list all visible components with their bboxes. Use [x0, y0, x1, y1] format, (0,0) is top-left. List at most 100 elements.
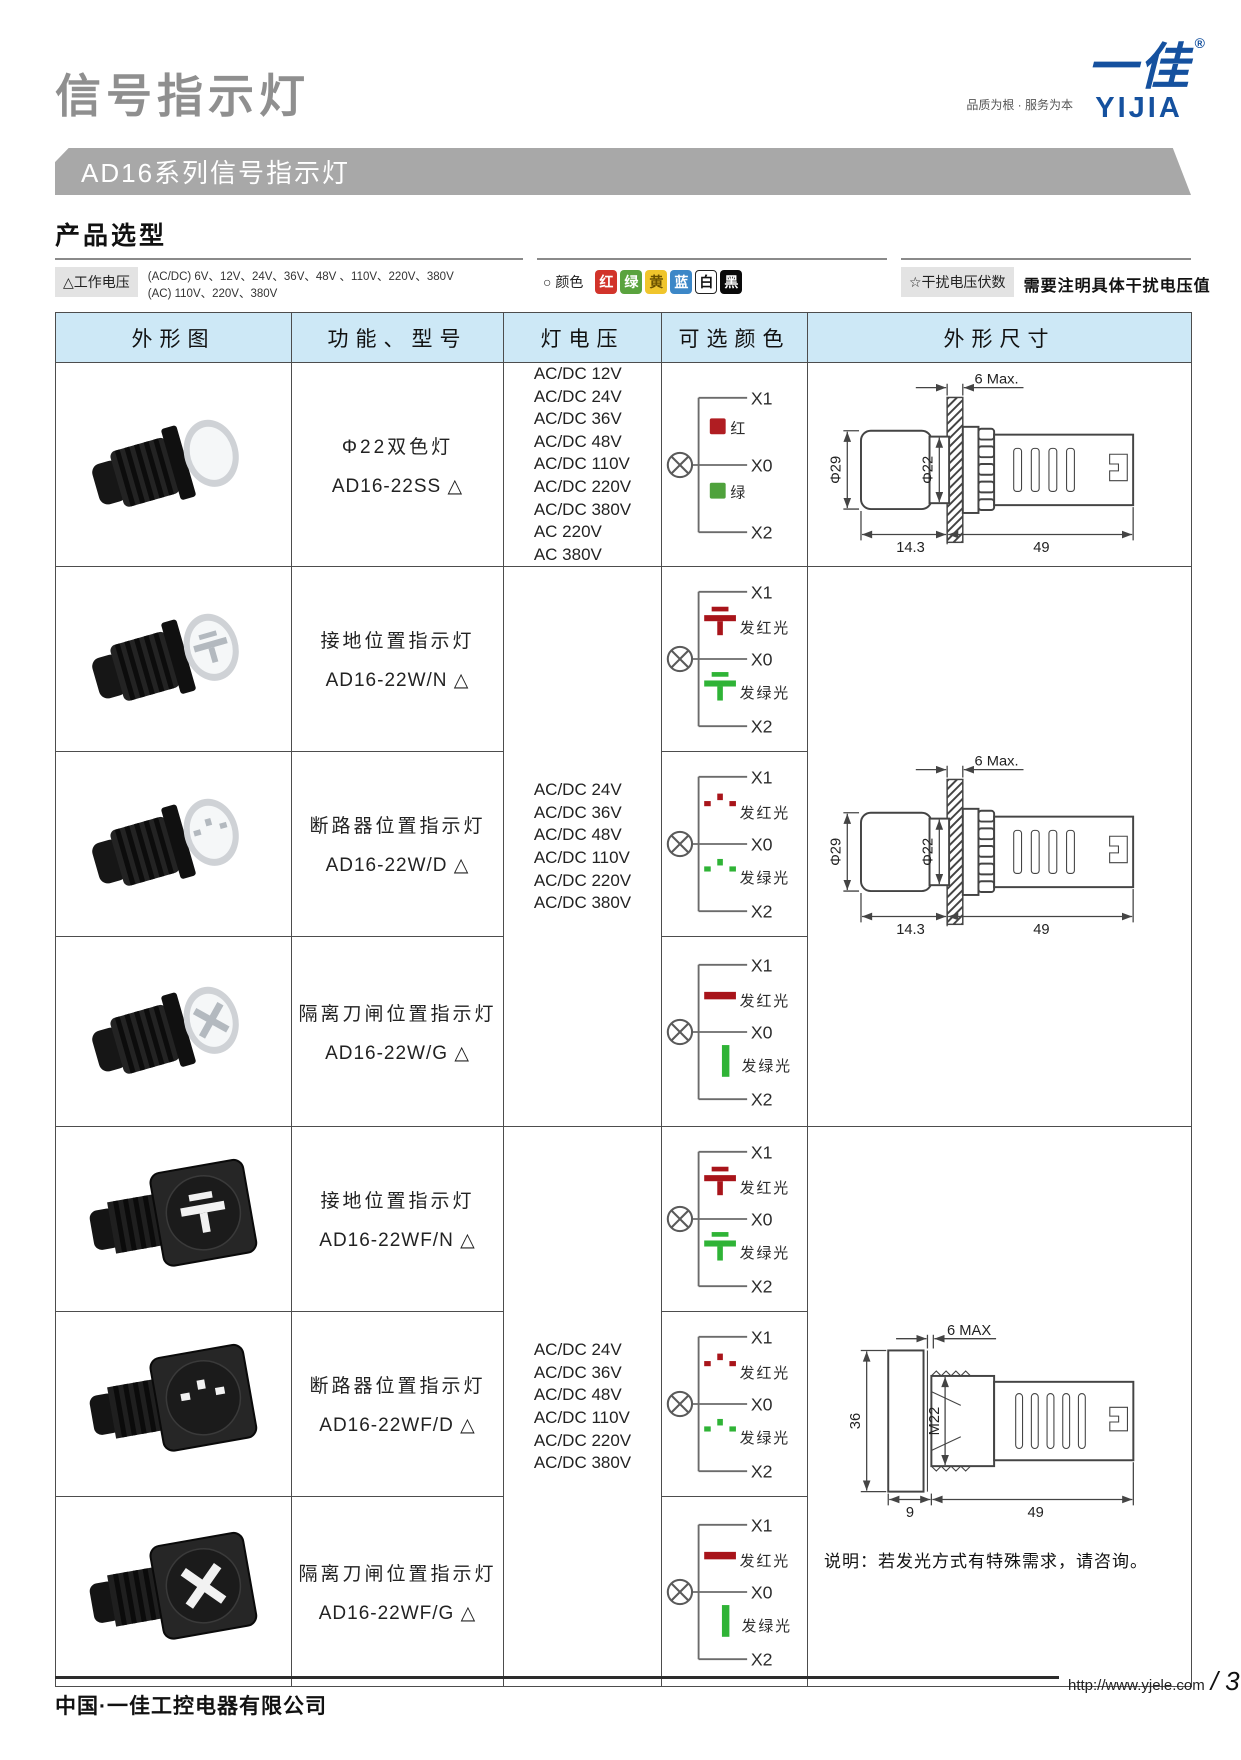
selection-legend: △工作电压 (AC/DC) 6V、12V、24V、36V、48V 、110V、2…: [55, 258, 1210, 302]
footer-divider: [55, 1676, 1059, 1679]
model-number: AD16-22SS △: [331, 475, 464, 497]
function-name: 接地位置指示灯: [320, 631, 475, 653]
footer-company: 中国·一佳工控电器有限公司: [55, 1695, 327, 1718]
product-photo-cell: [55, 361, 292, 568]
breaker-circuit-diagram: 发红光 发绿光 X1 X0 X2: [666, 1328, 789, 1482]
closed-bar-symbol-red: [703, 1551, 736, 1560]
function-model-cell: 隔离刀闸位置指示灯 AD16-22W/G △: [291, 936, 504, 1128]
product-photo-cell: [55, 566, 292, 753]
closed-bar-symbol-red: [703, 991, 736, 1000]
color-diagram-cell: 发红光 发绿光 X1 X0 X2: [661, 1311, 808, 1498]
lamp-icon: [666, 1391, 693, 1418]
color-diagram-cell: 发红光 发绿光 X1 X0 X2: [661, 751, 808, 938]
page-title: 信号指示灯: [55, 70, 310, 122]
disconnector-circuit-diagram: 发红光 发绿光 X1 X0 X2: [666, 955, 791, 1110]
svg-text:发红光: 发红光: [739, 805, 789, 822]
model-number: AD16-22W/G △: [325, 1042, 470, 1064]
dimension-drawing-square: 6 MAX 36 M22 9 49: [847, 1323, 1134, 1521]
lamp-icon: [666, 1578, 693, 1606]
dimension-cell: 6 Max. Φ29 Φ22 14.3 49: [807, 566, 1192, 1128]
color-chip-red: 红: [595, 270, 618, 294]
svg-text:绿: 绿: [730, 484, 747, 501]
svg-text:X1: X1: [750, 768, 772, 788]
svg-text:发绿光: 发绿光: [739, 1431, 789, 1448]
open-bar-symbol-green: [721, 1605, 729, 1637]
working-voltage-label: △工作电压: [55, 267, 138, 297]
color-label: ○ 颜色: [543, 274, 584, 290]
model-number: AD16-22W/D △: [325, 855, 470, 877]
svg-text:发绿光: 发绿光: [739, 871, 789, 888]
green-color-swatch: [709, 482, 726, 499]
svg-text:X1: X1: [750, 955, 772, 975]
legend-color: ○ 颜色 红 绿 黄 蓝 白 黑: [537, 258, 887, 302]
svg-text:X2: X2: [750, 717, 772, 737]
svg-text:X0: X0: [750, 1023, 772, 1043]
breaker-symbol-green: [703, 1419, 736, 1441]
ground-symbol-red: [703, 607, 736, 636]
model-number: AD16-22WF/D △: [319, 1415, 476, 1437]
svg-text:14.3: 14.3: [896, 922, 925, 938]
svg-text:X2: X2: [750, 1277, 772, 1297]
lamp-icon: [666, 451, 693, 478]
brand-slogan: 品质为根 · 服务为本: [966, 98, 1073, 112]
svg-text:X0: X0: [750, 650, 772, 670]
model-number: AD16-22WF/N △: [319, 1230, 476, 1252]
svg-text:X0: X0: [750, 1583, 772, 1603]
product-photo-cell: [55, 1126, 292, 1313]
svg-text:X0: X0: [750, 455, 772, 475]
function-model-cell: 隔离刀闸位置指示灯 AD16-22WF/G △: [291, 1496, 504, 1688]
col-header-lamp-voltage: 灯电压: [503, 312, 662, 363]
table-row: 隔离刀闸位置指示灯 AD16-22WF/G △ 发红光 发绿光 X1 X0 X2: [55, 1496, 1192, 1688]
svg-text:6 Max.: 6 Max.: [974, 372, 1018, 388]
table-row: 断路器位置指示灯 AD16-22W/D △ 发红光 发绿光 X1 X0 X2: [55, 751, 1192, 938]
svg-text:Φ22: Φ22: [920, 838, 936, 866]
round-indicator-photo-breaker: [69, 764, 279, 924]
function-name: 断路器位置指示灯: [309, 1376, 486, 1398]
svg-text:X2: X2: [750, 522, 772, 542]
section-title: 产品选型: [55, 222, 168, 250]
svg-text:发红光: 发红光: [739, 620, 789, 637]
svg-text:6 MAX: 6 MAX: [947, 1323, 991, 1339]
dimension-cell: 6 MAX 36 M22 9 49: [807, 1126, 1192, 1688]
function-model-cell: 断路器位置指示灯 AD16-22W/D △: [291, 751, 504, 938]
square-indicator-photo-breaker: [69, 1324, 279, 1484]
interference-text: 需要注明具体干扰电压值: [1023, 278, 1211, 295]
svg-text:发红光: 发红光: [739, 1553, 789, 1570]
color-diagram-cell: 发红光 发绿光 X1 X0 X2: [661, 936, 808, 1128]
svg-text:X2: X2: [750, 1462, 772, 1482]
svg-text:发绿光: 发绿光: [741, 1058, 791, 1075]
round-indicator-photo-disconnector: [69, 952, 279, 1112]
svg-text:发绿光: 发绿光: [739, 686, 789, 703]
ground-circuit-diagram: 发红光 发绿光 X1 X0 X2: [666, 583, 789, 737]
model-number: AD16-22WF/G △: [318, 1602, 477, 1624]
working-voltage-values: (AC/DC) 6V、12V、24V、36V、48V 、110V、220V、38…: [147, 271, 454, 300]
color-diagram-cell: 发红光 发绿光 X1 X0 X2: [661, 1496, 808, 1688]
color-chip-black: 黑: [720, 270, 743, 294]
table-row: 断路器位置指示灯 AD16-22WF/D △ 发红光 发绿光 X1 X0 X2: [55, 1311, 1192, 1498]
logo-chinese: 一佳®: [1087, 35, 1207, 95]
dimension-drawing-round: 6 Max. Φ29 Φ22 14.3 49: [828, 754, 1134, 938]
dimension-drawing-round: 6 Max. Φ29 Φ22 14.3 49: [828, 372, 1134, 556]
svg-text:49: 49: [1033, 540, 1049, 556]
svg-text:Φ22: Φ22: [920, 456, 936, 484]
special-note: 说明：若发光方式有特殊需求，请咨询。: [824, 1552, 1148, 1572]
legend-working-voltage: △工作电压 (AC/DC) 6V、12V、24V、36V、48V 、110V、2…: [55, 258, 523, 302]
ground-symbol-green: [703, 672, 736, 702]
svg-text:49: 49: [1027, 1505, 1043, 1521]
function-name: 隔离刀闸位置指示灯: [298, 1003, 497, 1025]
svg-text:X1: X1: [750, 1515, 772, 1535]
svg-text:X0: X0: [750, 835, 772, 855]
color-diagram-cell: 发红光 发绿光 X1 X0 X2: [661, 566, 808, 753]
round-indicator-photo: [69, 385, 279, 545]
breaker-circuit-diagram: 发红光 发绿光 X1 X0 X2: [666, 768, 789, 922]
color-chip-white: 白: [695, 270, 718, 294]
svg-text:X1: X1: [750, 1143, 772, 1163]
table-row: 隔离刀闸位置指示灯 AD16-22W/G △ 发红光 发绿光 X1 X0 X2: [55, 936, 1192, 1128]
function-model-cell: 接地位置指示灯 AD16-22W/N △: [291, 566, 504, 753]
product-photo-cell: [55, 1496, 292, 1688]
